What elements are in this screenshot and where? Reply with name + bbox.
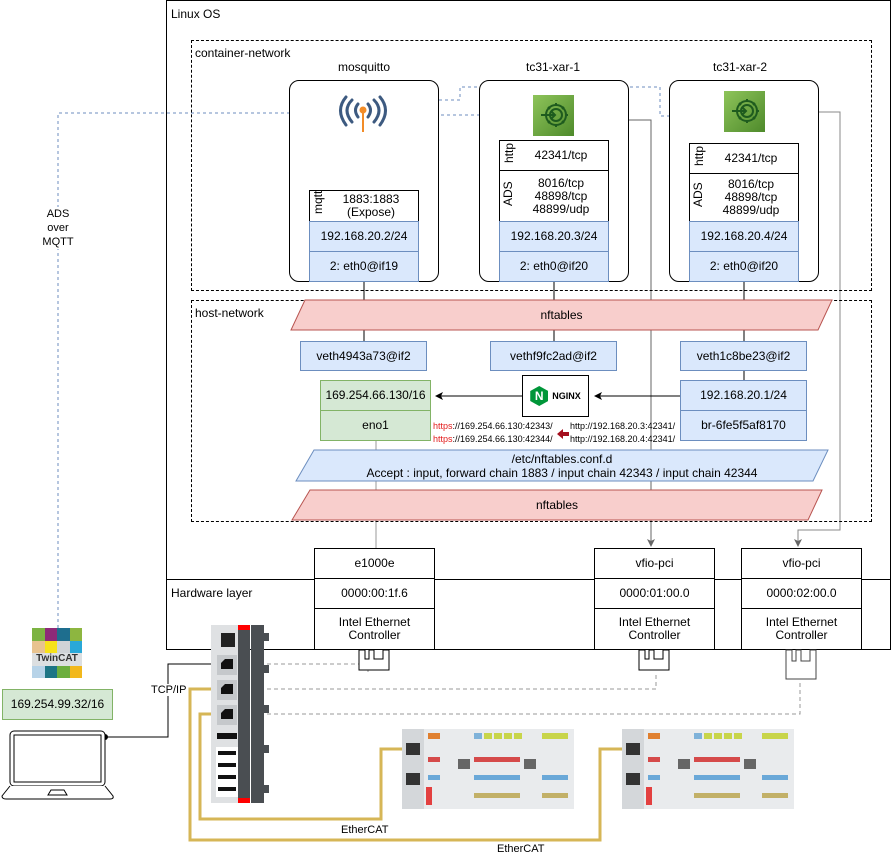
container-ip: 192.168.20.3/24 <box>499 221 609 252</box>
eno1-name: eno1 <box>320 410 431 441</box>
gear-arrow-icon <box>533 95 574 136</box>
eno1-ip: 169.254.66.130/16 <box>320 380 431 411</box>
ethercat-label: EtherCAT <box>341 824 389 836</box>
container-title: tc31-xar-2 <box>713 60 768 74</box>
hardware-layer-label: Hardware layer <box>171 586 253 600</box>
ethercat-label: EtherCAT <box>497 843 545 855</box>
veth-interface: veth4943a73@if2 <box>300 341 427 371</box>
ethercat-cable-1 <box>188 687 628 842</box>
port-box-ads: 8016/tcp 48898/tcp 48899/udp <box>689 173 799 222</box>
http-url: http://192.168.20.3:42341/ <box>570 421 676 431</box>
ads-mqtt-link <box>57 109 335 628</box>
ethercat-io-terminal-icon[interactable] <box>622 729 794 809</box>
nginx-label: NGINX <box>552 391 581 401</box>
redirect-arrow-icon <box>557 428 569 439</box>
port-box-http: 42341/tcp <box>689 143 799 174</box>
veth-interface: vethf9fc2ad@if2 <box>490 341 617 371</box>
twincat-label: TwinCAT <box>32 653 82 666</box>
ethercat-io-terminal-icon[interactable] <box>402 729 574 809</box>
hw-pci-address: 0000:02:00.0 <box>741 578 862 609</box>
bridge-ip: 192.168.20.1/24 <box>680 380 807 411</box>
nftables-bottom: nftables <box>535 498 579 512</box>
port-proto-label: http <box>502 142 516 163</box>
container-title: mosquitto <box>338 60 391 74</box>
hw-pci-address: 0000:01:00.0 <box>594 578 715 609</box>
https-url: https://169.254.66.130:42344/ <box>433 434 553 444</box>
container-network-label: container-network <box>195 46 291 60</box>
hw-driver: vfio-pci <box>594 548 715 579</box>
ads-over-mqtt-label: ADS over MQTT <box>38 207 78 249</box>
tcpip-label: TCP/IP <box>151 684 187 696</box>
nftables-conf: /etc/nftables.conf.d Accept : input, for… <box>366 451 758 480</box>
port-box: 1883:1883 (Expose) <box>309 190 419 222</box>
container-ip: 192.168.20.2/24 <box>309 221 419 252</box>
hw-driver: e1000e <box>314 548 435 579</box>
port-box-http: 42341/tcp <box>499 140 609 171</box>
container-iface: 2: eth0@if20 <box>689 251 799 282</box>
port-proto-label: mqtt <box>311 190 325 214</box>
hw-driver: vfio-pci <box>741 548 862 579</box>
veth-interface: veth1c8be23@if2 <box>680 341 807 371</box>
bridge-name: br-6fe5f5af8170 <box>680 410 807 441</box>
port-box-ads: 8016/tcp 48898/tcp 48899/udp <box>499 170 609 222</box>
container-iface: 2: eth0@if20 <box>499 251 609 282</box>
hw-pci-address: 0000:00:1f.6 <box>314 578 435 609</box>
plc-controller-icon[interactable] <box>211 625 271 803</box>
port-proto-label: ADS <box>501 181 515 206</box>
port-proto-label: http <box>692 145 706 166</box>
laptop-icon[interactable] <box>0 728 115 800</box>
http-url: http://192.168.20.4:42341/ <box>570 434 676 444</box>
host-network-label: host-network <box>195 306 264 320</box>
ethercat-cable-2 <box>198 712 408 821</box>
nftables-top: nftables <box>540 308 583 322</box>
linux-os-label: Linux OS <box>171 7 221 21</box>
container-title: tc31-xar-1 <box>526 60 581 74</box>
mqtt-broadcast-icon <box>338 92 388 132</box>
container-ip: 192.168.20.4/24 <box>689 221 799 252</box>
container-iface: 2: eth0@if19 <box>309 251 419 282</box>
nginx-box[interactable]: N NGINX <box>522 375 589 417</box>
twincat-logo-icon: TwinCAT <box>32 628 82 678</box>
port-proto-label: ADS <box>691 182 705 207</box>
https-url: https://169.254.66.130:42343/ <box>433 421 553 431</box>
laptop-ip: 169.254.99.32/16 <box>2 689 113 720</box>
gear-arrow-icon <box>724 91 765 132</box>
nginx-icon: N <box>530 386 549 406</box>
container-network-region <box>191 40 872 291</box>
tcpip-cable <box>105 663 222 738</box>
